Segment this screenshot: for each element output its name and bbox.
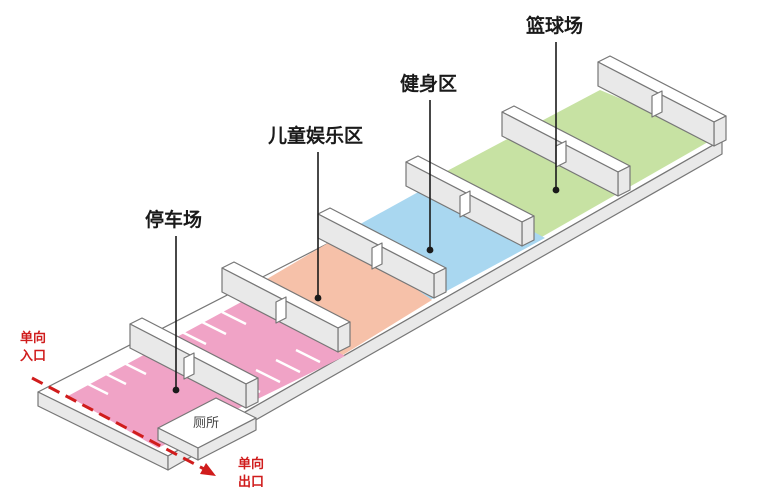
stall-line [201,320,227,336]
beam-frame-2 [317,207,447,299]
fitness-label: 健身区 [400,72,457,95]
toilet-block: 厕所 [157,397,257,461]
parking-label: 停车场 [145,208,202,231]
stall-line [83,380,109,396]
stall-line [101,370,127,386]
exit-label-line1: 单向 [238,456,264,472]
beam-frame-4 [501,105,631,197]
beam-frame-5 [597,55,727,147]
stall-line [255,368,281,384]
base-slab-end [167,139,723,471]
stall-line [181,330,207,346]
toilet-label: 厕所 [193,416,219,431]
leader-lines [172,42,560,394]
stall-line [275,358,301,374]
exit-label-line2: 出口 [238,474,264,490]
kids-label: 儿童娱乐区 [267,124,363,147]
stall-line [295,348,321,364]
arrow-head-icon [200,463,216,476]
stall-line [221,310,247,326]
beam-frame-1 [221,261,351,353]
basketball-label: 篮球场 [525,14,583,37]
stall-line [121,360,147,376]
beam-frame-3 [405,155,535,247]
entrance-label-line2: 入口 [20,349,46,364]
beam-frame-0 [129,317,259,409]
one-way-arrow [31,376,216,476]
entrance-label-line1: 单向 [20,330,46,346]
